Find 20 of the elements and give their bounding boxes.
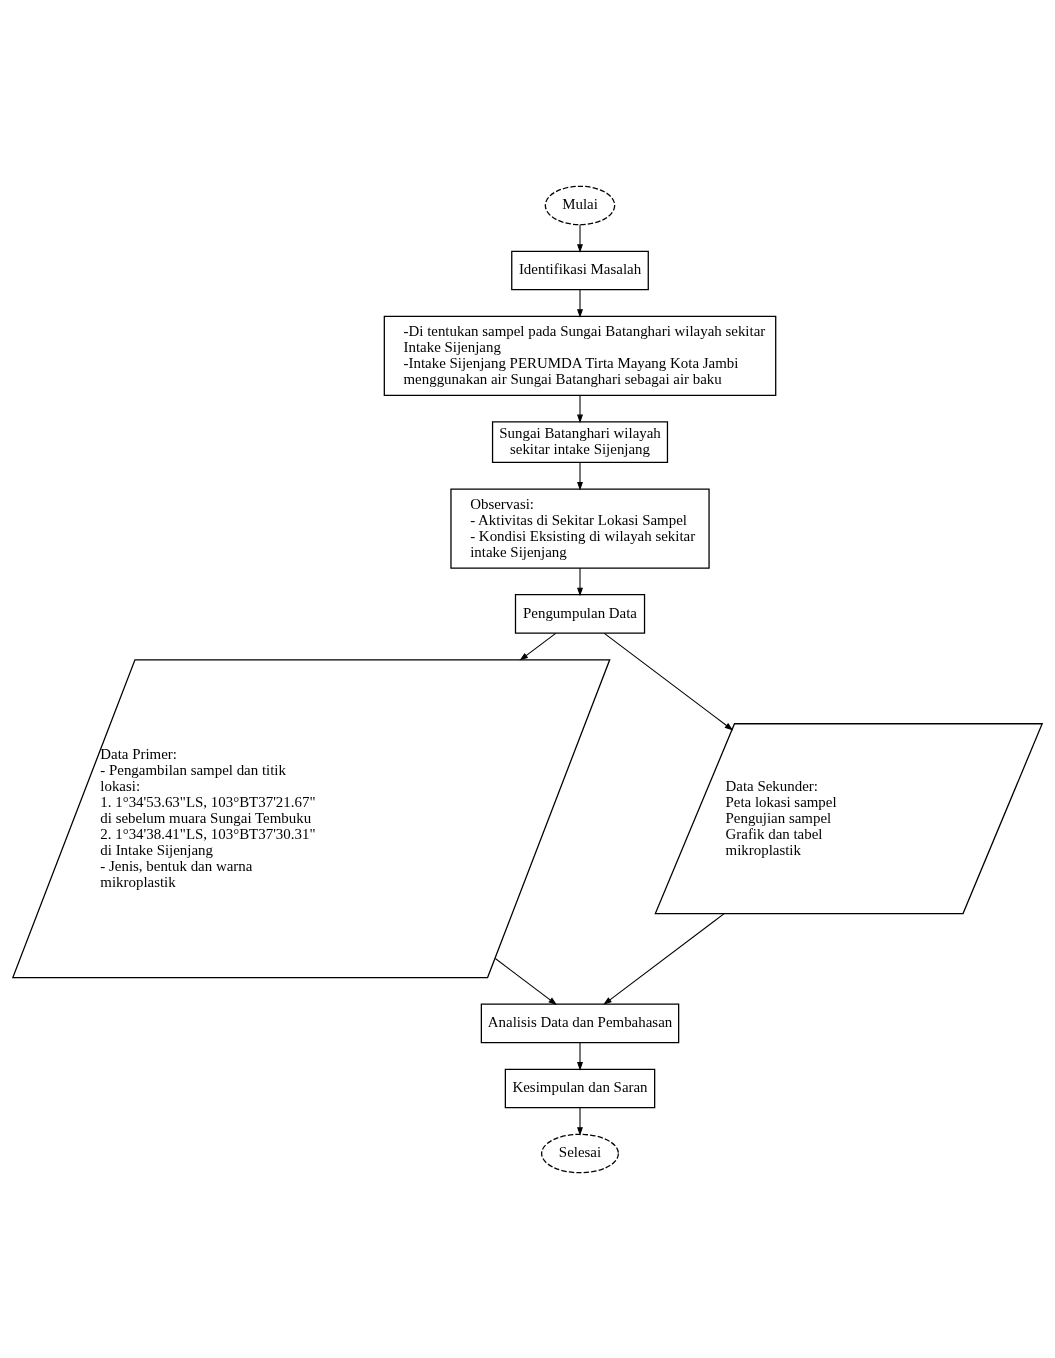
node-box: Pengumpulan Data — [514, 593, 646, 634]
node-ellipse: Selesai — [541, 1133, 620, 1173]
node-ellipse: Mulai — [544, 185, 616, 225]
arrow — [577, 1041, 583, 1071]
node-box: Observasi: - Aktivitas di Sekitar Lokasi Sampel - Kondisi Eksisting di wilayah sekitar intake Sijenjang — [450, 488, 710, 569]
arrow — [494, 957, 557, 1005]
arrow — [519, 632, 557, 661]
node-box: Identifikasi Masalah — [511, 250, 649, 290]
arrow — [603, 912, 725, 1005]
node-box: Sungai Batanghari wilayah sekitar intake Sijenjang — [491, 420, 669, 463]
arrow — [577, 1106, 583, 1136]
arrow — [577, 461, 583, 490]
arrow — [577, 567, 583, 596]
node-box: -Di tentukan sampel pada Sungai Batanghari wilayah sekitar Intake Sijenjang -Intake Sijenjang PERUMDA Tirta Mayang Kota Jambi menggunakan air Sungai Batanghari sebagai air baku — [383, 315, 777, 396]
arrow — [577, 223, 583, 253]
node-box: Kesimpulan dan Saran — [504, 1068, 656, 1108]
arrow — [603, 632, 734, 730]
node-box: Analisis Data dan Pembahasan — [480, 1003, 680, 1043]
arrow — [577, 289, 583, 318]
arrow — [577, 394, 583, 423]
